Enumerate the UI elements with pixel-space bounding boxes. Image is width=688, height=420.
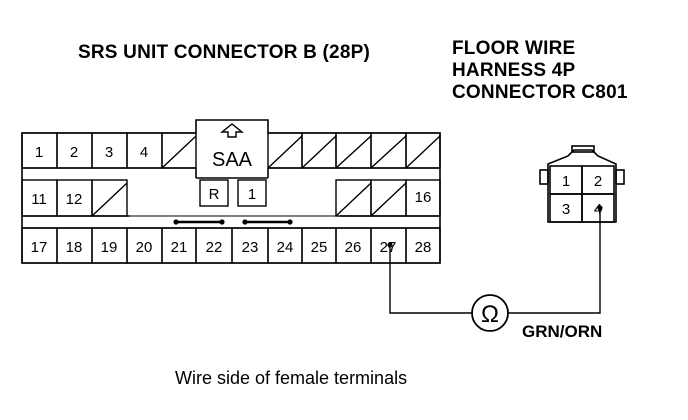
label-17: 17	[31, 239, 48, 256]
ohmmeter-symbol: Ω	[481, 301, 499, 328]
probe-27	[387, 242, 393, 248]
shorting-dot-22	[219, 219, 225, 225]
connector-c801-title: FLOOR WIRE HARNESS 4P CONNECTOR C801	[452, 38, 628, 104]
connector-b-title: SRS UNIT CONNECTOR B (28P)	[78, 42, 370, 63]
test-lead-c801-4	[508, 208, 601, 314]
label-25: 25	[311, 239, 328, 256]
c801-side-tab-left	[539, 169, 549, 185]
up-arrow-icon	[220, 123, 244, 138]
shorting-dot-21	[173, 219, 179, 225]
label-12: 12	[66, 191, 83, 208]
connector-c801-title-line-2: HARNESS 4P	[452, 60, 576, 81]
label-27: 27	[380, 239, 397, 256]
r-label: R	[209, 186, 220, 203]
cell-blank-r1-slash	[267, 135, 303, 169]
cell-blank-r5	[405, 132, 441, 169]
ohmmeter-icon	[471, 294, 509, 332]
cell-5-slash	[161, 135, 197, 169]
cell-13-slash	[91, 182, 128, 217]
diagram-caption: Wire side of female terminals	[175, 368, 408, 388]
c801-label-1: 1	[562, 173, 570, 190]
shorting-dot-23	[242, 219, 248, 225]
label-16: 16	[415, 189, 432, 206]
label-1: 1	[35, 144, 43, 161]
cell-blank-r3-slash	[335, 135, 372, 169]
label-24: 24	[277, 239, 294, 256]
c801-cell-4	[581, 193, 615, 223]
shorting-dot-24	[287, 219, 293, 225]
c801-label-4: 4	[594, 201, 602, 218]
label-21: 21	[171, 239, 188, 256]
connector-c801-title-line-3: CONNECTOR C801	[452, 82, 628, 103]
c801-label-3: 3	[562, 201, 570, 218]
label-20: 20	[136, 239, 153, 256]
cell-15-slash	[370, 182, 407, 217]
cell-blank-r5-slash	[405, 135, 441, 169]
label-2: 2	[70, 144, 78, 161]
label-26: 26	[345, 239, 362, 256]
one-label: 1	[248, 186, 256, 203]
probe-c801-4	[597, 205, 603, 211]
c801-lock-tab	[571, 145, 595, 153]
label-3: 3	[105, 144, 113, 161]
label-23: 23	[242, 239, 259, 256]
cell-28	[405, 227, 441, 264]
cell-14-slash	[335, 182, 372, 217]
connector-b-outline	[21, 119, 441, 264]
one-box	[237, 179, 267, 207]
wire-color-label: GRN/ORN	[522, 322, 603, 341]
cell-5-blank	[161, 132, 197, 169]
label-28: 28	[415, 239, 432, 256]
r-box	[199, 179, 229, 207]
cell-blank-r2-slash	[301, 135, 337, 169]
connector-c801-title-line-1: FLOOR WIRE	[452, 38, 576, 59]
cell-blank-r4-slash	[370, 135, 407, 169]
label-18: 18	[66, 239, 83, 256]
cell-16	[405, 179, 441, 217]
label-19: 19	[101, 239, 118, 256]
label-11: 11	[31, 191, 47, 208]
label-22: 22	[206, 239, 223, 256]
label-4: 4	[140, 144, 148, 161]
c801-label-2: 2	[594, 173, 602, 190]
c801-side-tab-right	[615, 169, 625, 185]
test-lead-27	[389, 245, 472, 314]
saa-label: SAA	[212, 149, 253, 171]
cell-13-blank	[91, 179, 128, 217]
